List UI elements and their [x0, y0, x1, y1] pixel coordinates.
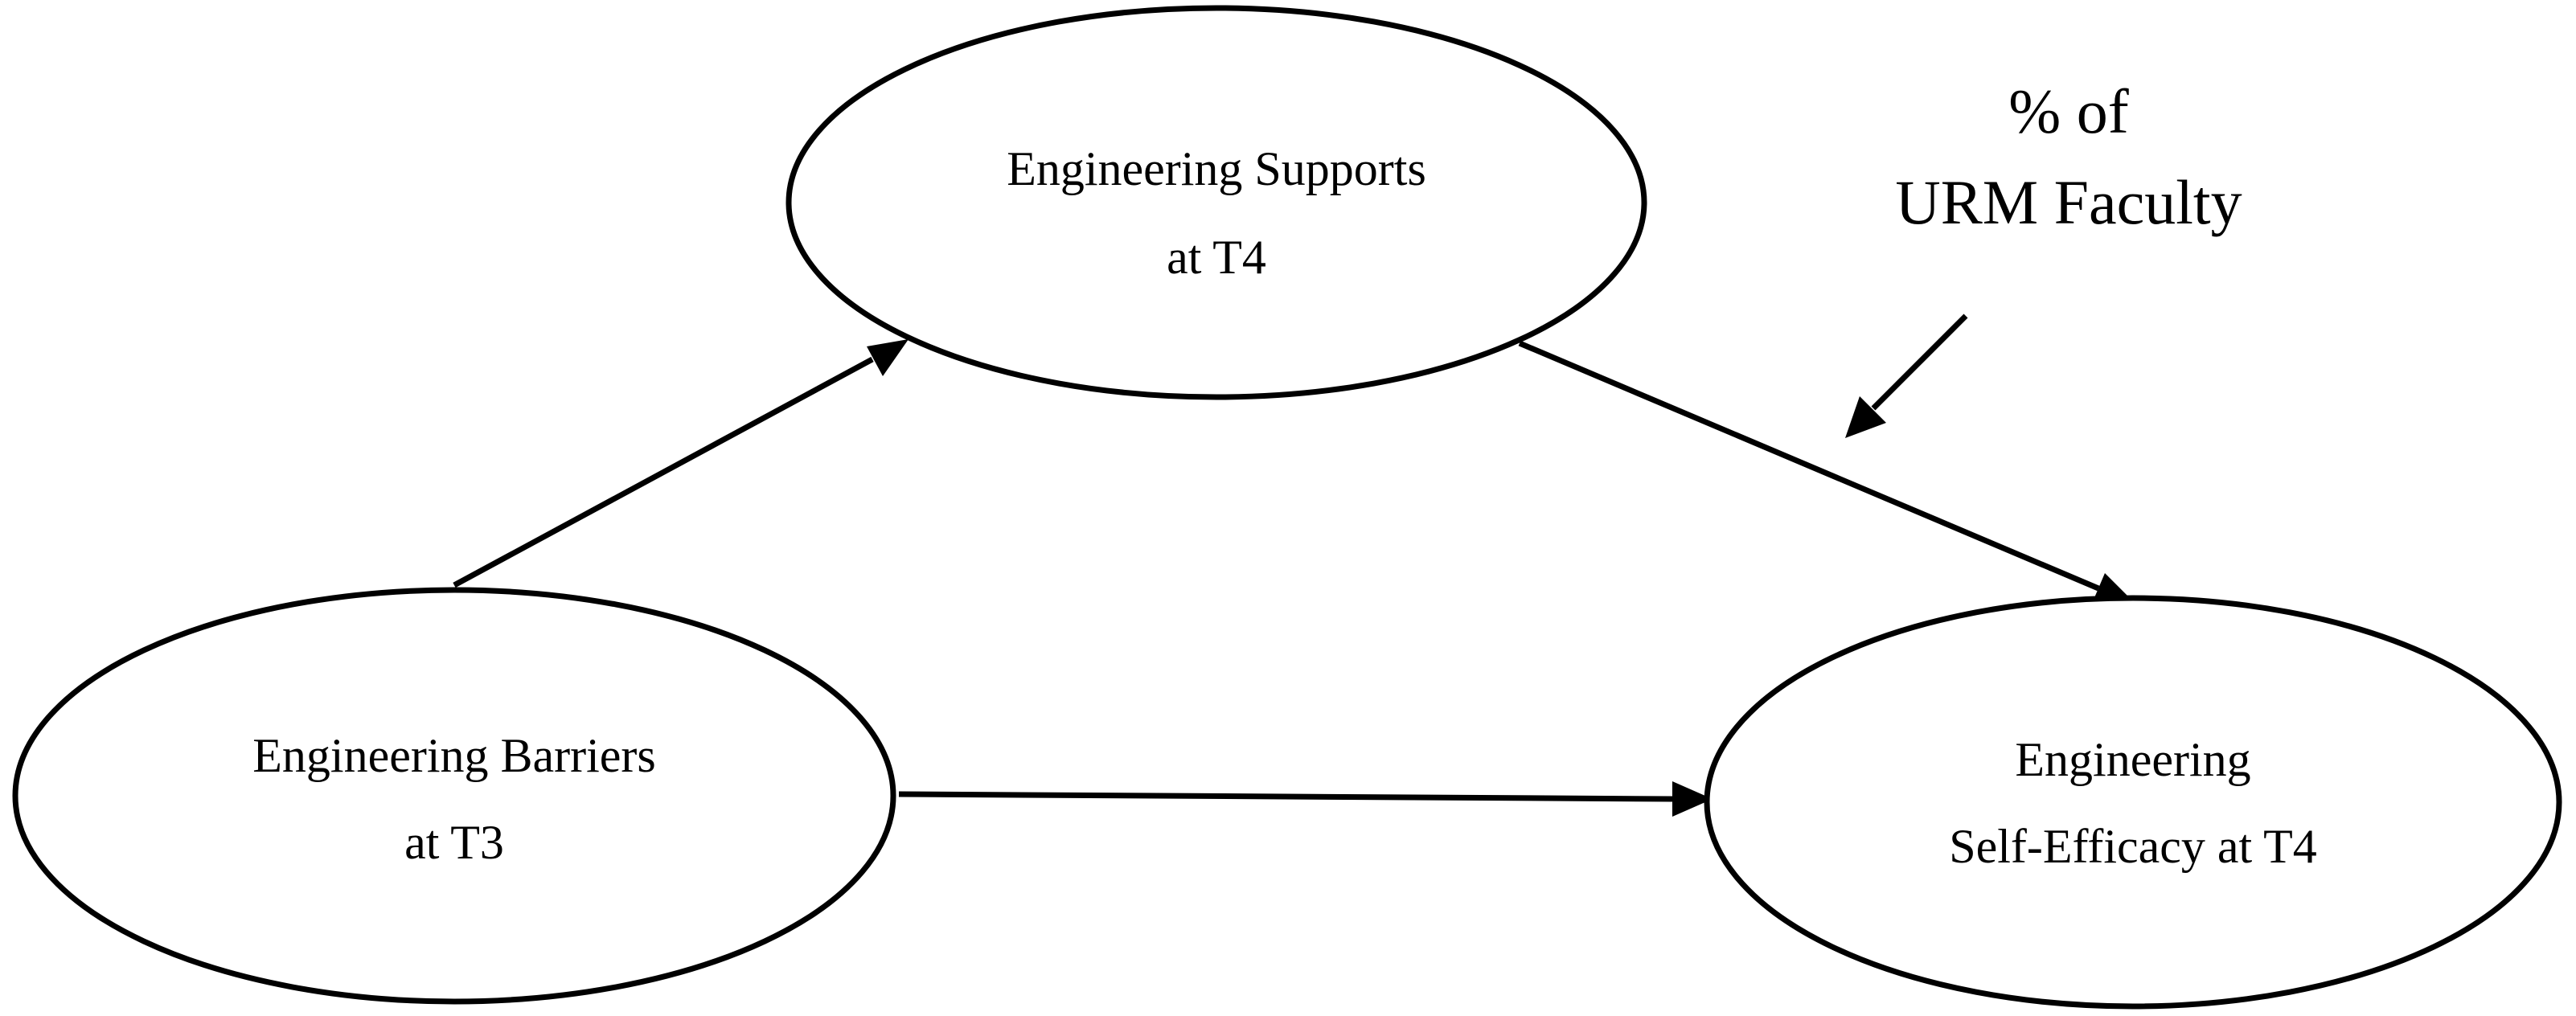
- node-engineering-supports-line-2: at T4: [1167, 231, 1266, 284]
- moderator-label: % of URM Faculty: [1895, 76, 2242, 237]
- edge-barriers-to-self-efficacy: [898, 781, 1713, 817]
- moderator-label-line-2: URM Faculty: [1895, 167, 2242, 237]
- node-engineering-barriers: Engineering Barriers at T3: [12, 587, 896, 1005]
- node-engineering-barriers-line-2: at T3: [404, 816, 504, 869]
- node-engineering-self-efficacy: Engineering Self-Efficacy at T4: [1704, 595, 2562, 1010]
- moderator-arrow: [1845, 313, 1968, 438]
- edge-supports-to-self-efficacy: [1518, 340, 2135, 605]
- node-engineering-supports: Engineering Supports at T4: [786, 5, 1647, 400]
- node-engineering-barriers-line-1: Engineering Barriers: [252, 729, 655, 782]
- node-engineering-supports-line-1: Engineering Supports: [1007, 142, 1426, 195]
- node-engineering-self-efficacy-line-2: Self-Efficacy at T4: [1949, 820, 2317, 873]
- edge-barriers-to-supports: [453, 339, 909, 588]
- node-engineering-self-efficacy-line-1: Engineering: [2015, 733, 2250, 786]
- moderator-label-line-1: % of: [2008, 76, 2128, 146]
